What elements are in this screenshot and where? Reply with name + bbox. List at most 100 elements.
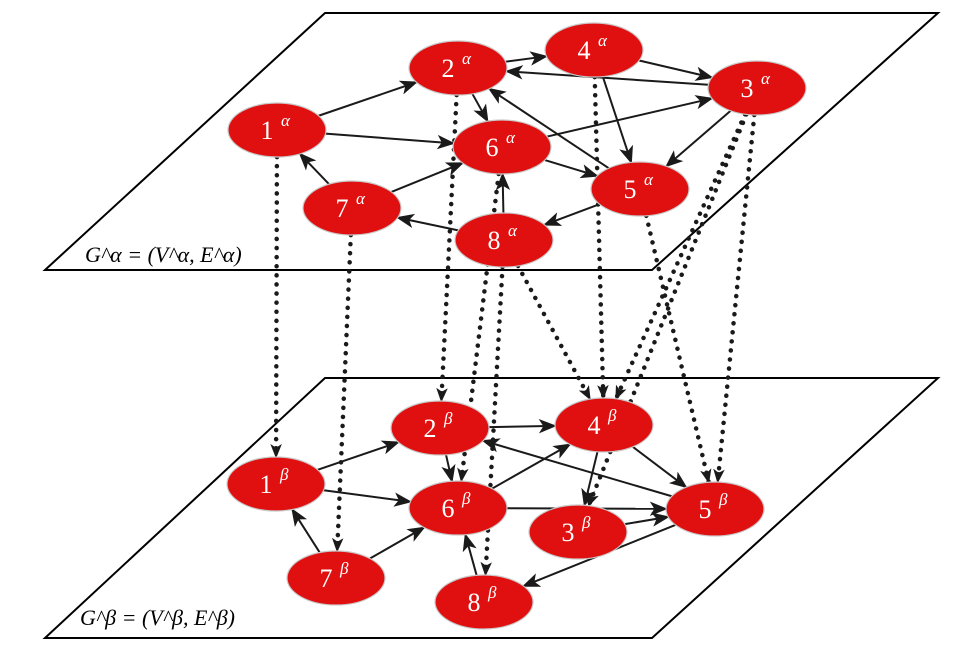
node-superscript: α: [598, 31, 608, 50]
node-ellipse: [544, 22, 644, 78]
edge-alpha-5-2: [487, 87, 610, 170]
edge-alpha-1-2: [318, 80, 419, 117]
edge-beta-2-4: [488, 418, 557, 434]
node-superscript: α: [356, 189, 366, 208]
edge-alpha-3-2: [504, 65, 709, 86]
plane-alpha: [42, 12, 941, 271]
interlayer-link-3-5: [715, 112, 757, 485]
interlayer-link-2-2: [439, 92, 459, 404]
node-ellipse: [302, 180, 402, 236]
node-ellipse: [452, 119, 552, 175]
edge-beta-4-5: [632, 446, 688, 489]
node-ellipse: [528, 504, 628, 560]
node-superscript: β: [443, 409, 453, 428]
interlayer-link-7-7: [334, 232, 354, 554]
node-ellipse: [665, 481, 765, 537]
node-label: 2: [442, 54, 455, 83]
node-ellipse: [707, 60, 807, 116]
interlayer-arrow-5-5: [700, 468, 712, 484]
node-label: 6: [486, 133, 499, 162]
node-ellipse: [390, 400, 490, 456]
node-superscript: β: [487, 583, 497, 602]
interlayer-arrow-8-8: [480, 561, 492, 577]
node-superscript: α: [462, 49, 472, 68]
node-superscript: α: [644, 170, 654, 189]
edges-alpha: [298, 51, 732, 232]
edge-alpha-3-5: [665, 110, 732, 168]
interlayer-link-8-4: [515, 263, 593, 402]
node-label: 1: [260, 470, 273, 499]
node-superscript: β: [607, 406, 617, 425]
edge-alpha-1-6: [325, 132, 456, 150]
interlayer-arrow-3-4: [615, 384, 627, 401]
edge-alpha-4-3: [638, 59, 714, 81]
node-superscript: β: [339, 559, 349, 578]
node-ellipse: [408, 480, 508, 536]
interlayer-link-3-4: [613, 111, 748, 402]
node-label: 5: [699, 495, 712, 524]
edge-beta-6-4: [491, 443, 572, 490]
edge-alpha-8-6: [495, 172, 511, 214]
node-label: 3: [741, 74, 754, 103]
node-ellipse: [554, 397, 654, 453]
node-label: 7: [320, 564, 333, 593]
edge-beta-3-5: [624, 512, 670, 527]
interlayer-link-6-6: [459, 171, 501, 484]
edge-beta-5-2: [481, 438, 673, 498]
node-ellipse: [286, 550, 386, 606]
node-label: 8: [488, 226, 501, 255]
node-label: 3: [562, 518, 575, 547]
node-superscript: β: [461, 489, 471, 508]
node-superscript: β: [581, 513, 591, 532]
edge-alpha-6-5: [544, 159, 599, 179]
node-label: 5: [624, 175, 637, 204]
node-label: 4: [578, 36, 591, 65]
node-ellipse: [226, 456, 326, 512]
interlayer-link-1-1: [273, 154, 280, 460]
node-ellipse: [434, 574, 534, 630]
interlayer-link-3-3: [586, 112, 749, 508]
edge-alpha-8-7: [396, 213, 459, 232]
edge-beta-7-6: [369, 526, 426, 560]
node-ellipse: [454, 212, 554, 268]
edge-beta-4-3: [581, 451, 599, 507]
node-superscript: α: [761, 69, 771, 88]
node-label: 4: [588, 411, 601, 440]
edge-alpha-7-6: [391, 162, 465, 193]
node-label: 7: [336, 194, 349, 223]
node-ellipse: [590, 161, 690, 217]
edge-beta-1-2: [317, 440, 401, 471]
node-label: 1: [261, 116, 274, 145]
edge-alpha-5-8: [542, 203, 600, 226]
edge-beta-2-6: [441, 454, 456, 483]
node-superscript: α: [281, 111, 291, 130]
edge-beta-1-6: [323, 489, 413, 507]
node-ellipse: [408, 40, 508, 96]
interlayer-link-5-5: [644, 213, 711, 485]
node-superscript: α: [508, 221, 518, 240]
edge-alpha-6-3: [546, 95, 714, 138]
interlayer-links: [270, 74, 757, 578]
edge-alpha-2-6: [471, 93, 489, 123]
interlayer-arrow-3-5: [713, 468, 725, 484]
graph-label-alpha: G^α = (V^α, E^α): [85, 242, 242, 267]
node-label: 6: [442, 494, 455, 523]
edge-beta-7-1: [291, 507, 321, 554]
node-label: 8: [468, 588, 481, 617]
